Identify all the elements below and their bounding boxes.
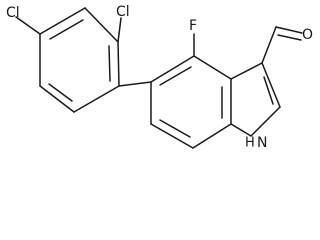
bond-pyrrole-2 xyxy=(261,62,281,108)
bond-ring-a-2 xyxy=(84,7,119,43)
dichlorophenyl-ring xyxy=(39,7,120,113)
bond-indole-benz-4 xyxy=(192,123,232,149)
bond-pyrrole-3 xyxy=(250,106,281,137)
bond-indole-benz-inner-1 xyxy=(159,66,192,86)
oxygen-label: O xyxy=(302,27,313,43)
aldehyde-group xyxy=(261,26,303,64)
bond-ring-a-inner-3 xyxy=(48,83,73,102)
bond-ring-a-5 xyxy=(39,85,75,113)
fluorine-label: F xyxy=(189,18,197,34)
bond-pyrrole-inner xyxy=(263,76,274,105)
bond-ring-a-4 xyxy=(73,85,120,113)
bond-indole-benz-2 xyxy=(193,55,232,80)
bond-aryl-link xyxy=(118,81,152,87)
indole-benzene-ring xyxy=(150,55,232,149)
bond-cl-top-left xyxy=(15,16,41,35)
chlorine-label-right: Cl xyxy=(116,4,130,20)
bond-carbonyl-double-2 xyxy=(277,34,302,41)
bond-pyrrole-4 xyxy=(230,123,252,137)
bond-ring-a-3 xyxy=(117,41,120,87)
chlorine-label-left: Cl xyxy=(6,5,20,21)
substituent-bonds xyxy=(15,16,152,87)
pyrrole-ring xyxy=(230,62,281,137)
bond-indole-benz-5 xyxy=(150,123,194,149)
bond-indole-benz-inner-3 xyxy=(159,119,191,138)
nh-nitrogen-label: N xyxy=(257,135,267,151)
bond-ring-to-carbonyl xyxy=(261,26,277,64)
chemical-structure-diagram: Cl Cl F O H N xyxy=(6,4,313,151)
bond-carbonyl-double-1 xyxy=(275,26,303,34)
bond-ring-a-inner-1 xyxy=(49,19,84,40)
bond-ring-a-1 xyxy=(39,7,86,35)
bond-ring-a-inner-2 xyxy=(108,45,111,82)
nh-hydrogen-label: H xyxy=(245,136,255,151)
bond-cl-top-right xyxy=(117,17,122,43)
bond-indole-benz-1 xyxy=(150,55,195,83)
bond-pyrrole-1 xyxy=(230,62,263,80)
